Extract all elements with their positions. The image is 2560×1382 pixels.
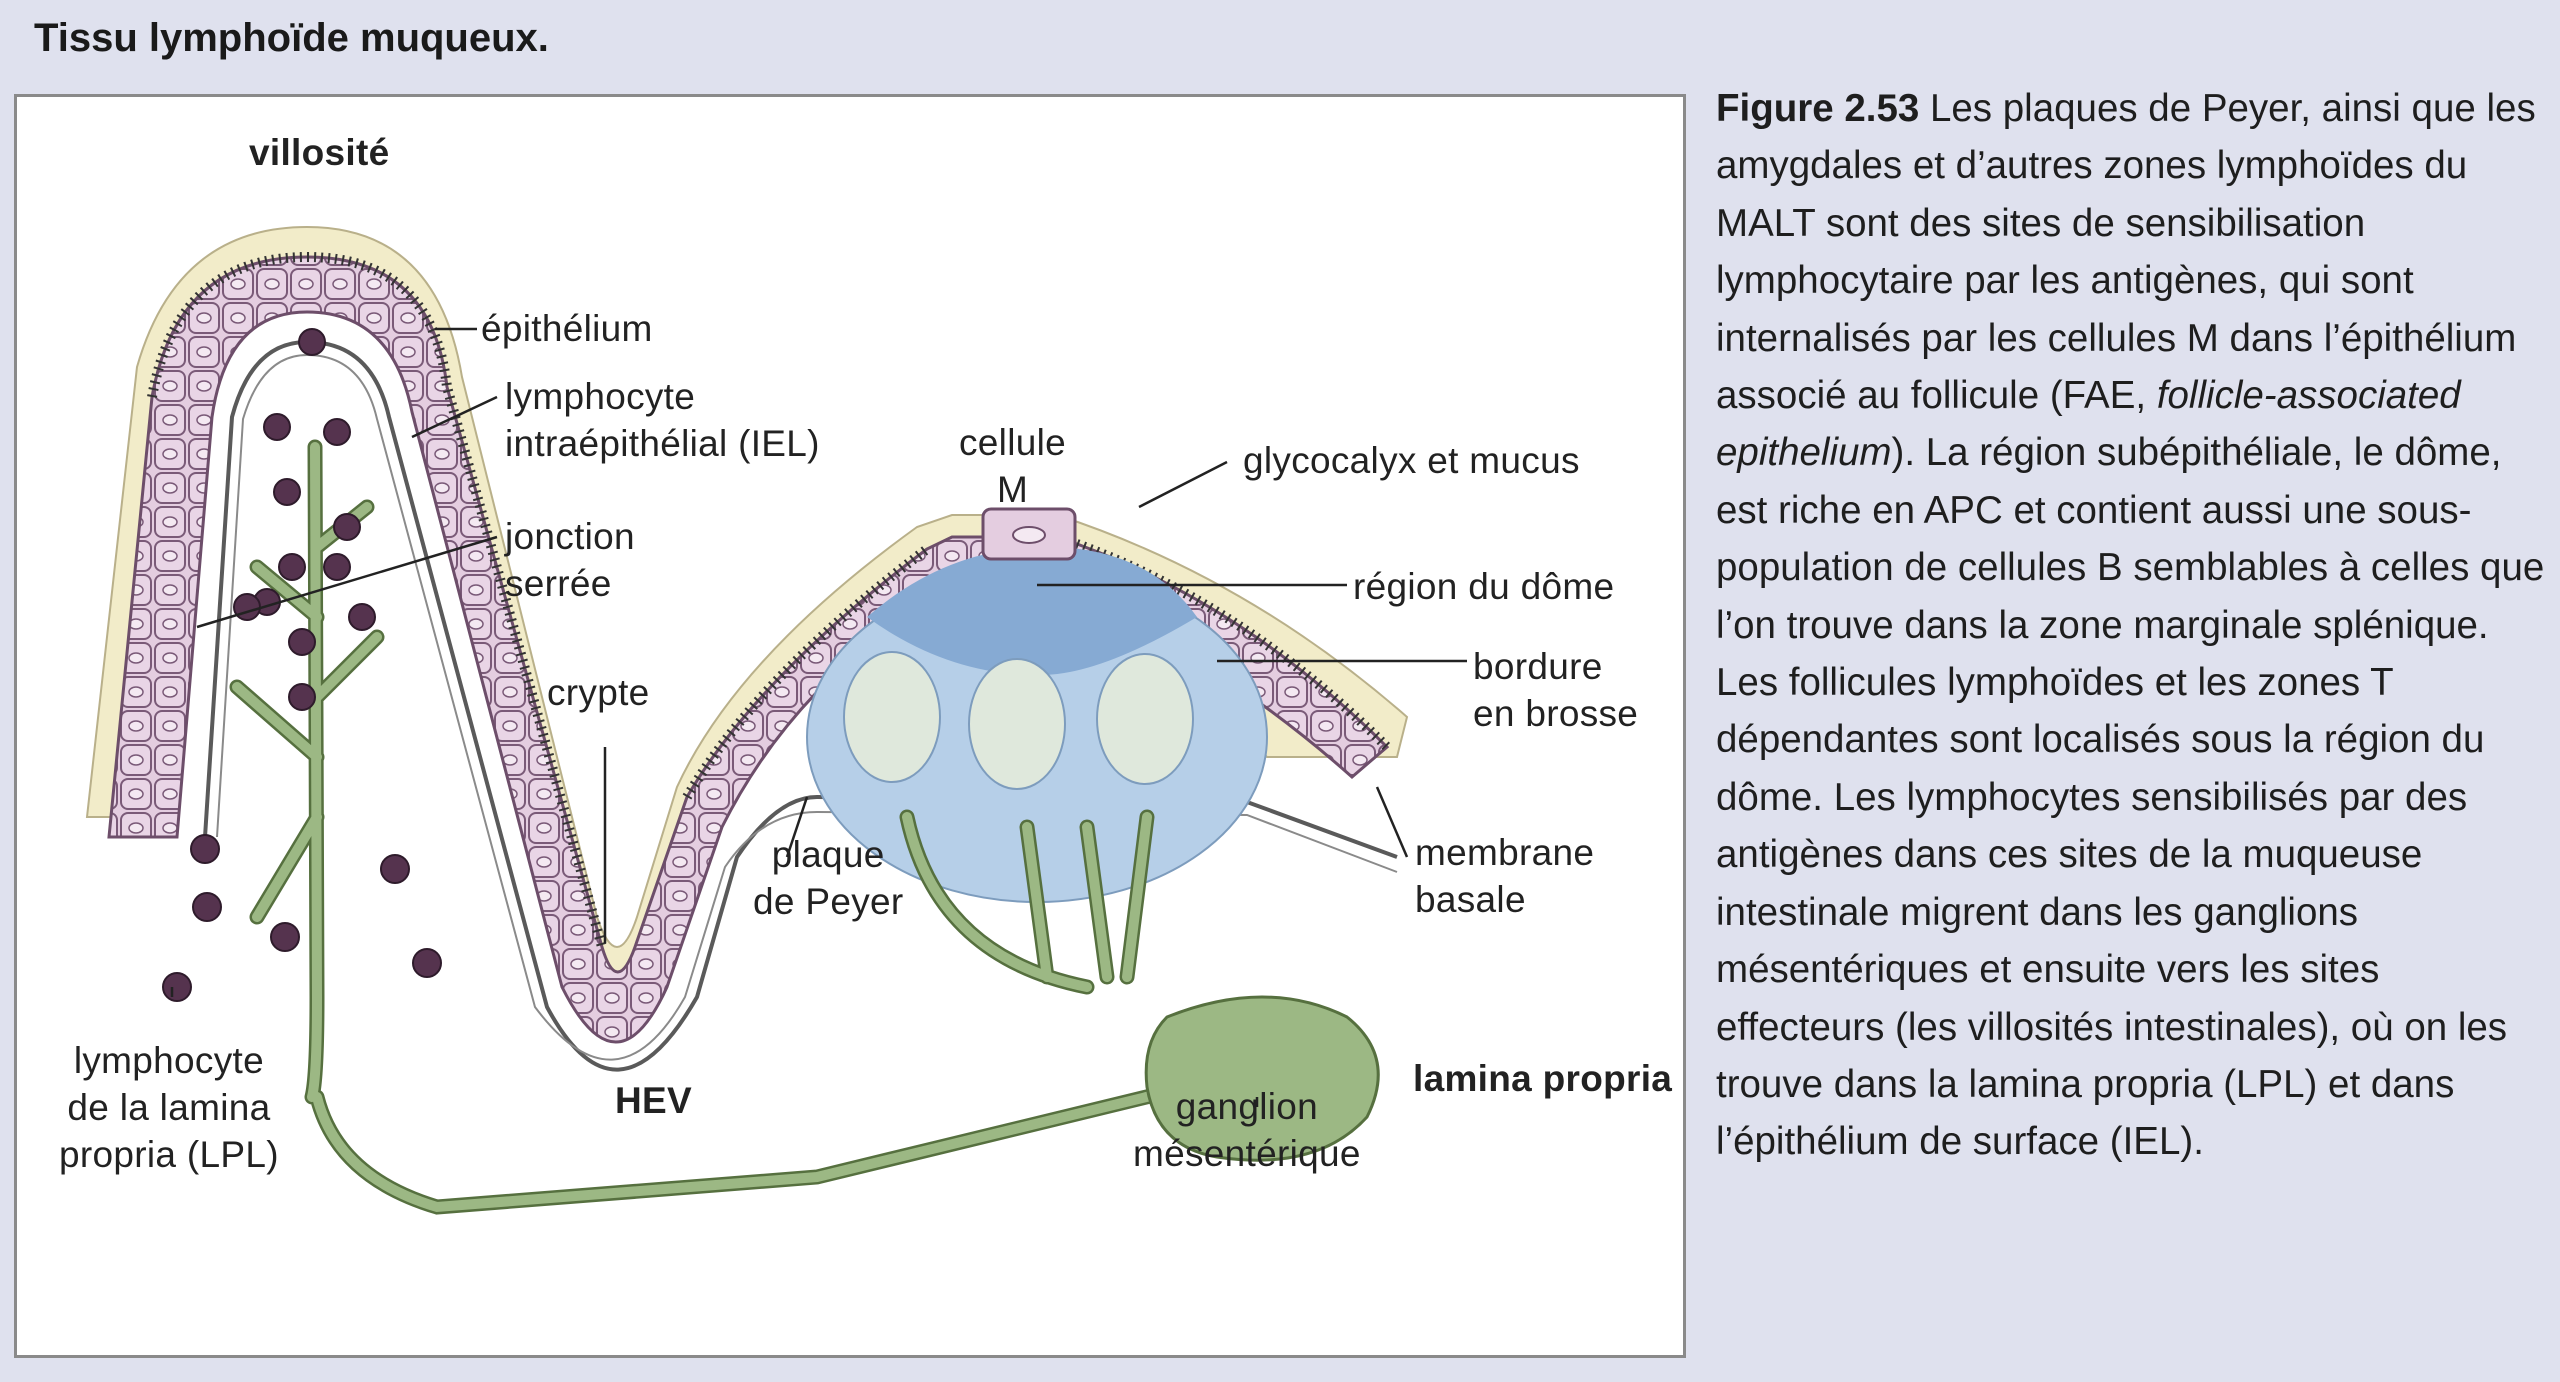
- label-crypte: crypte: [547, 672, 650, 713]
- basement-membrane-inner: [216, 353, 1398, 1061]
- label-lpl: lymphocyte de la lamina propria (LPL): [59, 1040, 279, 1175]
- lpl-cells: [162, 834, 442, 1002]
- label-hev: HEV: [615, 1080, 692, 1121]
- caption-italic: follicle-associated epithelium: [1716, 374, 2461, 475]
- basement-membrane: [203, 339, 1398, 1072]
- label-jonction: jonction serrée: [505, 516, 635, 604]
- diagram-panel: villosité épithélium lymphocyte intraépi…: [14, 94, 1686, 1358]
- caption-text-1: Les plaques de Peyer, ainsi que les amyg…: [1716, 87, 2536, 418]
- label-dome: région du dôme: [1353, 566, 1615, 607]
- label-plaque: plaque de Peyer: [753, 834, 904, 922]
- leader-lines: [170, 327, 1467, 1107]
- page-title: Tissu lymphoïde muqueux.: [34, 16, 549, 60]
- label-membrane: membrane basale: [1415, 832, 1595, 920]
- label-epithelium: épithélium: [481, 308, 653, 349]
- figure-label: Figure 2.53: [1716, 87, 1920, 130]
- label-villosite: villosité: [249, 132, 390, 173]
- figure-caption: Figure 2.53 Les plaques de Peyer, ainsi …: [1716, 80, 2546, 1171]
- mesenteric-node: [1144, 995, 1380, 1162]
- dome-region: [867, 547, 1197, 676]
- label-glycocalyx: glycocalyx et mucus: [1243, 440, 1580, 481]
- label-iel: lymphocyte intraépithélial (IEL): [505, 376, 820, 464]
- mucosal-tissue-diagram: [85, 225, 1467, 1215]
- follicle-1: [843, 651, 941, 783]
- follicle-3: [1096, 653, 1194, 785]
- label-ganglion: ganglion mésentérique: [1133, 1086, 1361, 1174]
- m-cell-nucleus: [1012, 526, 1046, 544]
- villus-lymphocytes: [233, 328, 376, 711]
- label-lamina: lamina propria: [1413, 1058, 1673, 1099]
- epithelium-band: [107, 255, 1390, 1044]
- label-bordure: bordure en brosse: [1473, 646, 1639, 734]
- caption-text-2: ). La région subépithéliale, le dôme, es…: [1716, 431, 2545, 1164]
- follicle-2: [968, 658, 1066, 790]
- label-cellule-m: cellule M: [959, 422, 1066, 510]
